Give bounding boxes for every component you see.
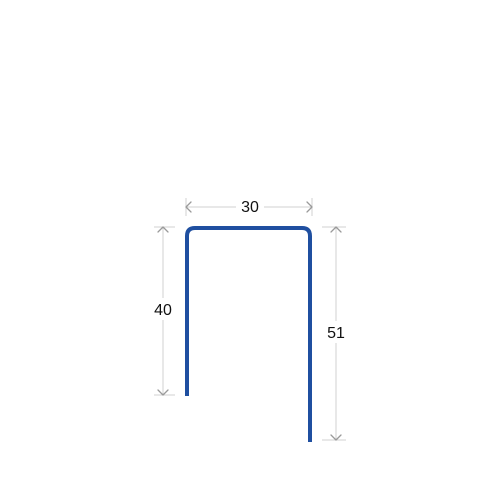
width-label-background <box>236 196 264 218</box>
width-dimension: 30 <box>185 196 313 218</box>
left-height-label: 40 <box>154 302 172 319</box>
left-height-dimension: 40 <box>149 226 177 396</box>
right-height-label-background <box>322 321 350 343</box>
right-height-arrow-bottom <box>330 434 342 441</box>
left-height-arrow-top <box>157 226 169 233</box>
width-arrow-left <box>185 201 192 213</box>
right-height-arrow-top <box>330 226 342 233</box>
u-profile-shape <box>185 226 312 442</box>
right-height-label: 51 <box>327 325 345 342</box>
left-height-arrow-bottom <box>157 389 169 396</box>
width-arrow-right <box>306 201 313 213</box>
right-height-dimension: 51 <box>322 226 350 441</box>
left-height-label-background <box>149 298 177 320</box>
width-label: 30 <box>241 199 259 216</box>
